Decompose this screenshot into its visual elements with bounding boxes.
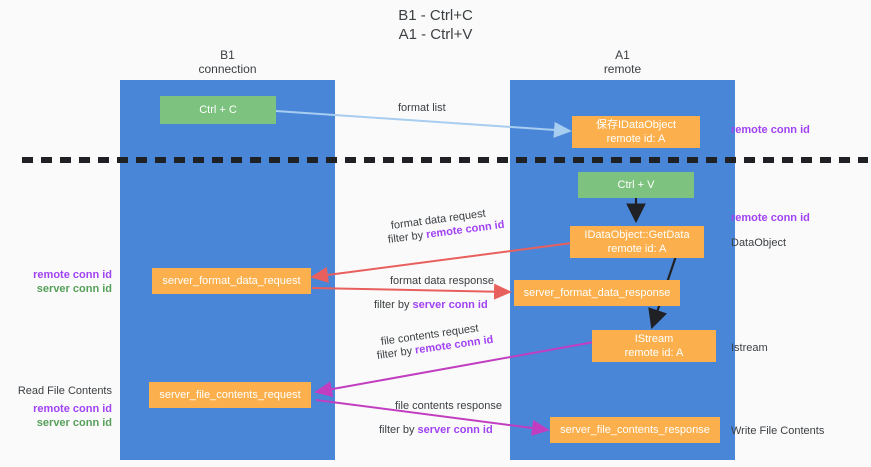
box-istream[interactable]: IStream remote id: A [592, 330, 716, 362]
box-server-file-contents-response-label: server_file_contents_response [560, 424, 710, 436]
box-ctrl-v[interactable]: Ctrl + V [578, 172, 694, 198]
arrow-format-list [275, 110, 572, 138]
side-label-read-file-contents: Read File Contents [17, 385, 112, 397]
server-conn-id-text-1: server conn id [412, 299, 488, 311]
box-ctrl-c[interactable]: Ctrl + C [160, 96, 276, 124]
box-server-format-data-response[interactable]: server_format_data_response [514, 280, 680, 306]
side-label-right-istream: Istream [731, 342, 768, 354]
column-header-b1-role: connection [198, 62, 257, 76]
box-save-idataobject-line2: remote id: A [606, 133, 666, 145]
side-label-right-dataobject: DataObject [731, 237, 787, 249]
diagram-title: B1 - Ctrl+C A1 - Ctrl+V [0, 6, 871, 44]
side-label-left2-server-conn-id: server conn id [36, 417, 112, 429]
column-header-a1: A1 remote [510, 48, 735, 76]
box-idataobject-getdata-line2: remote id: A [607, 243, 667, 255]
filter-by-text-4: filter by [379, 424, 418, 436]
edge-label-file-contents-response-filter: filter by server conn id [379, 423, 493, 437]
box-idataobject-getdata-line1: IDataObject::GetData [584, 229, 690, 241]
side-label-right-remote-conn-id-2: remote conn id [731, 212, 810, 224]
column-header-a1-name: A1 [615, 48, 630, 62]
title-line-2: A1 - Ctrl+V [398, 26, 473, 43]
box-idataobject-getdata[interactable]: IDataObject::GetData remote id: A [570, 226, 704, 258]
edge-label-format-list: format list [398, 102, 446, 114]
arrow-format-data-response [311, 283, 512, 300]
arrow-file-contents-request [314, 341, 595, 398]
edge-label-format-data-response: format data response [390, 275, 494, 287]
box-ctrl-v-label: Ctrl + V [617, 179, 655, 191]
side-label-right-remote-conn-id-1: remote conn id [731, 124, 810, 136]
box-server-format-data-response-label: server_format_data_response [523, 287, 671, 299]
column-header-a1-role: remote [603, 62, 642, 76]
column-header-b1: B1 connection [120, 48, 335, 76]
filter-by-text-2: filter by [374, 299, 413, 311]
server-conn-id-text-2: server conn id [417, 424, 493, 436]
side-label-right-write-file-contents: Write File Contents [731, 425, 825, 437]
box-server-file-contents-response[interactable]: server_file_contents_response [550, 417, 720, 443]
column-header-b1-name: B1 [220, 48, 235, 62]
arrow-file-contents-response [315, 399, 550, 436]
box-istream-line1: IStream [634, 333, 674, 345]
edge-label-format-data-response-filter: filter by server conn id [374, 298, 488, 312]
side-label-left-remote-conn-id: remote conn id [33, 269, 112, 281]
box-server-format-data-request[interactable]: server_format_data_request [152, 268, 311, 294]
box-server-format-data-request-label: server_format_data_request [162, 275, 301, 287]
edge-label-file-contents-response: file contents response [395, 400, 503, 412]
box-save-idataobject[interactable]: 保存IDataObject remote id: A [572, 116, 700, 148]
side-label-left-server-conn-id: server conn id [36, 283, 112, 295]
box-server-file-contents-request-label: server_file_contents_request [159, 389, 301, 401]
arrow-format-data-request [310, 242, 573, 283]
box-server-file-contents-request[interactable]: server_file_contents_request [149, 382, 311, 408]
box-istream-line2: remote id: A [624, 347, 684, 359]
box-ctrl-c-label: Ctrl + C [199, 104, 237, 116]
title-line-1: B1 - Ctrl+C [398, 7, 473, 24]
box-save-idataobject-line1: 保存IDataObject [595, 119, 677, 131]
side-label-left2-remote-conn-id: remote conn id [33, 403, 112, 415]
